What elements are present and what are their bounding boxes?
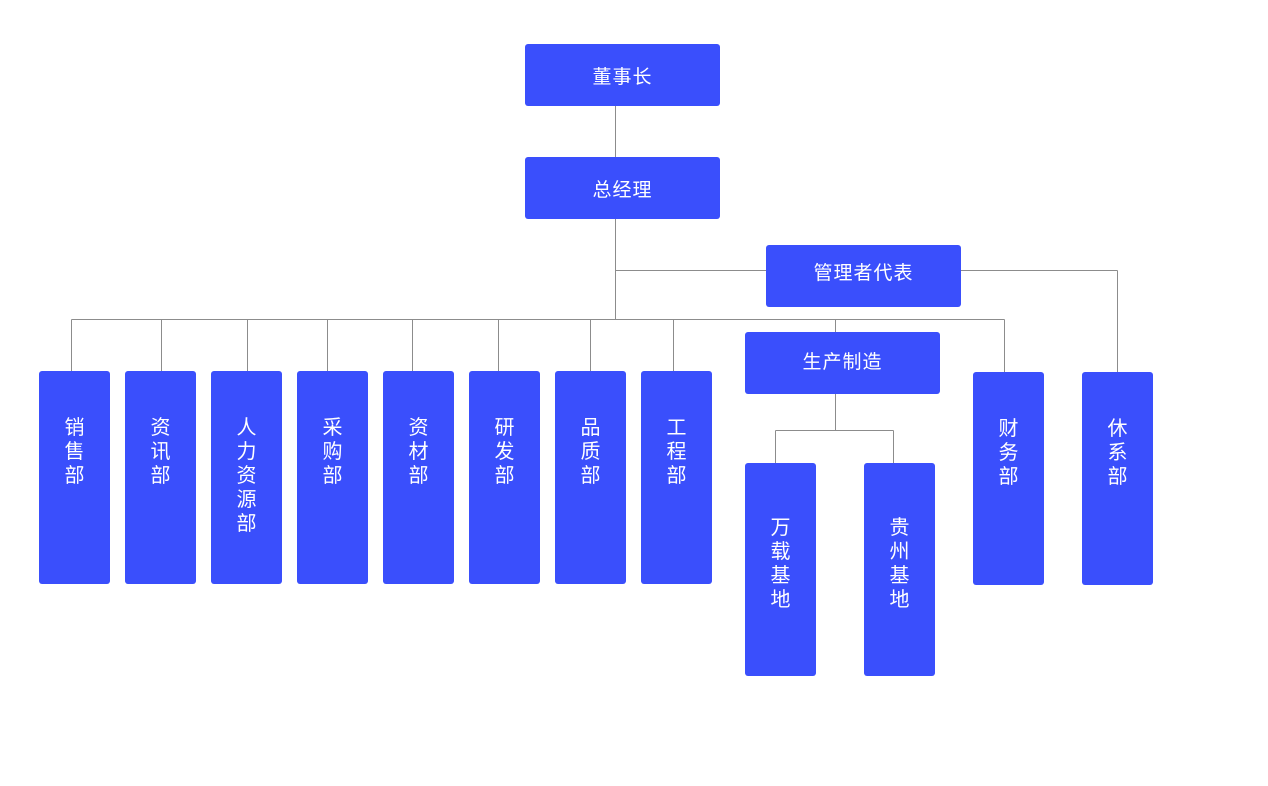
finance-node[interactable]: 财务部	[973, 372, 1044, 585]
chairman-label: 董事长	[592, 65, 653, 88]
base-label: 贵州基地	[889, 515, 910, 611]
department-node-it[interactable]: 资讯部	[125, 371, 196, 584]
department-node-purchasing[interactable]: 采购部	[297, 371, 368, 584]
base-label: 万载基地	[770, 515, 791, 611]
system-label: 休系部	[1107, 416, 1128, 488]
department-label: 资材部	[408, 415, 429, 487]
department-node-sales[interactable]: 销售部	[39, 371, 110, 584]
department-label: 品质部	[580, 415, 601, 487]
base-node-guizhou[interactable]: 贵州基地	[864, 463, 935, 676]
chairman-node[interactable]: 董事长	[525, 44, 720, 106]
general-manager-label: 总经理	[592, 178, 653, 201]
department-node-engineering[interactable]: 工程部	[641, 371, 712, 584]
department-label: 资讯部	[150, 415, 171, 487]
department-label: 销售部	[64, 415, 85, 487]
department-label: 人力资源部	[236, 415, 257, 535]
department-label: 研发部	[494, 415, 515, 487]
management-representative-node[interactable]: 管理者代表	[766, 245, 961, 307]
department-node-hr[interactable]: 人力资源部	[211, 371, 282, 584]
department-label: 采购部	[322, 415, 343, 487]
general-manager-node[interactable]: 总经理	[525, 157, 720, 219]
finance-label: 财务部	[998, 416, 1019, 488]
department-node-quality[interactable]: 品质部	[555, 371, 626, 584]
department-label: 工程部	[666, 415, 687, 487]
production-node[interactable]: 生产制造	[745, 332, 940, 394]
production-label: 生产制造	[802, 350, 883, 373]
system-node[interactable]: 休系部	[1082, 372, 1153, 585]
base-node-wanzai[interactable]: 万载基地	[745, 463, 816, 676]
department-node-materials[interactable]: 资材部	[383, 371, 454, 584]
management-representative-label: 管理者代表	[813, 261, 914, 284]
department-node-rnd[interactable]: 研发部	[469, 371, 540, 584]
